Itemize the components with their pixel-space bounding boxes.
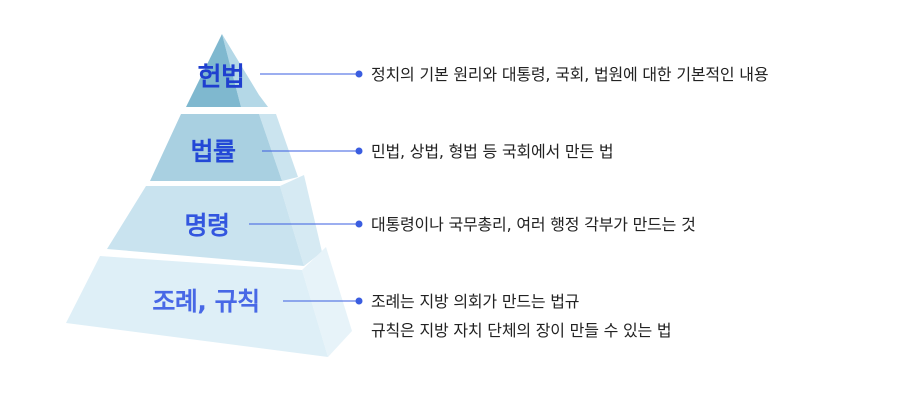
connector-dot-2 [355, 147, 363, 155]
tier-1-front [186, 34, 241, 107]
tier-2-front [150, 114, 282, 181]
tier-label-ordinances-rules: 조례, 규칙 [152, 287, 260, 316]
connector-dot-3 [355, 220, 363, 228]
tier-desc-line: 조례는 지방 의회가 만드는 법규 [371, 292, 580, 311]
tier-desc-ordinances-rules: 조례는 지방 의회가 만드는 법규 규칙은 지방 자치 단체의 장이 만들 수 … [371, 287, 672, 345]
tier-desc-orders: 대통령이나 국무총리, 여러 행정 각부가 만드는 것 [371, 210, 696, 239]
tier-desc-line: 정치의 기본 원리와 대통령, 국회, 법원에 대한 기본적인 내용 [371, 65, 769, 84]
tier-label-constitution: 헌법 [197, 62, 245, 93]
tier-desc-line: 대통령이나 국무총리, 여러 행정 각부가 만드는 것 [371, 215, 696, 234]
tier-desc-constitution: 정치의 기본 원리와 대통령, 국회, 법원에 대한 기본적인 내용 [371, 60, 769, 89]
tier-label-orders: 명령 [184, 211, 230, 240]
tier-2-side [259, 114, 298, 181]
tier-1-side [222, 34, 268, 107]
tier-desc-line: 민법, 상법, 형법 등 국회에서 만든 법 [371, 142, 614, 161]
tier-3-side [280, 175, 322, 266]
tier-desc-acts: 민법, 상법, 형법 등 국회에서 만든 법 [371, 137, 614, 166]
tier-3-front [107, 186, 304, 266]
connector-dot-4 [355, 297, 363, 305]
tier-label-acts: 법률 [190, 137, 236, 166]
tier-4-front [66, 256, 328, 357]
tier-4-side [302, 247, 352, 357]
tier-desc-line: 규칙은 지방 자치 단체의 장이 만들 수 있는 법 [371, 321, 672, 340]
connector-dot-1 [355, 70, 363, 78]
